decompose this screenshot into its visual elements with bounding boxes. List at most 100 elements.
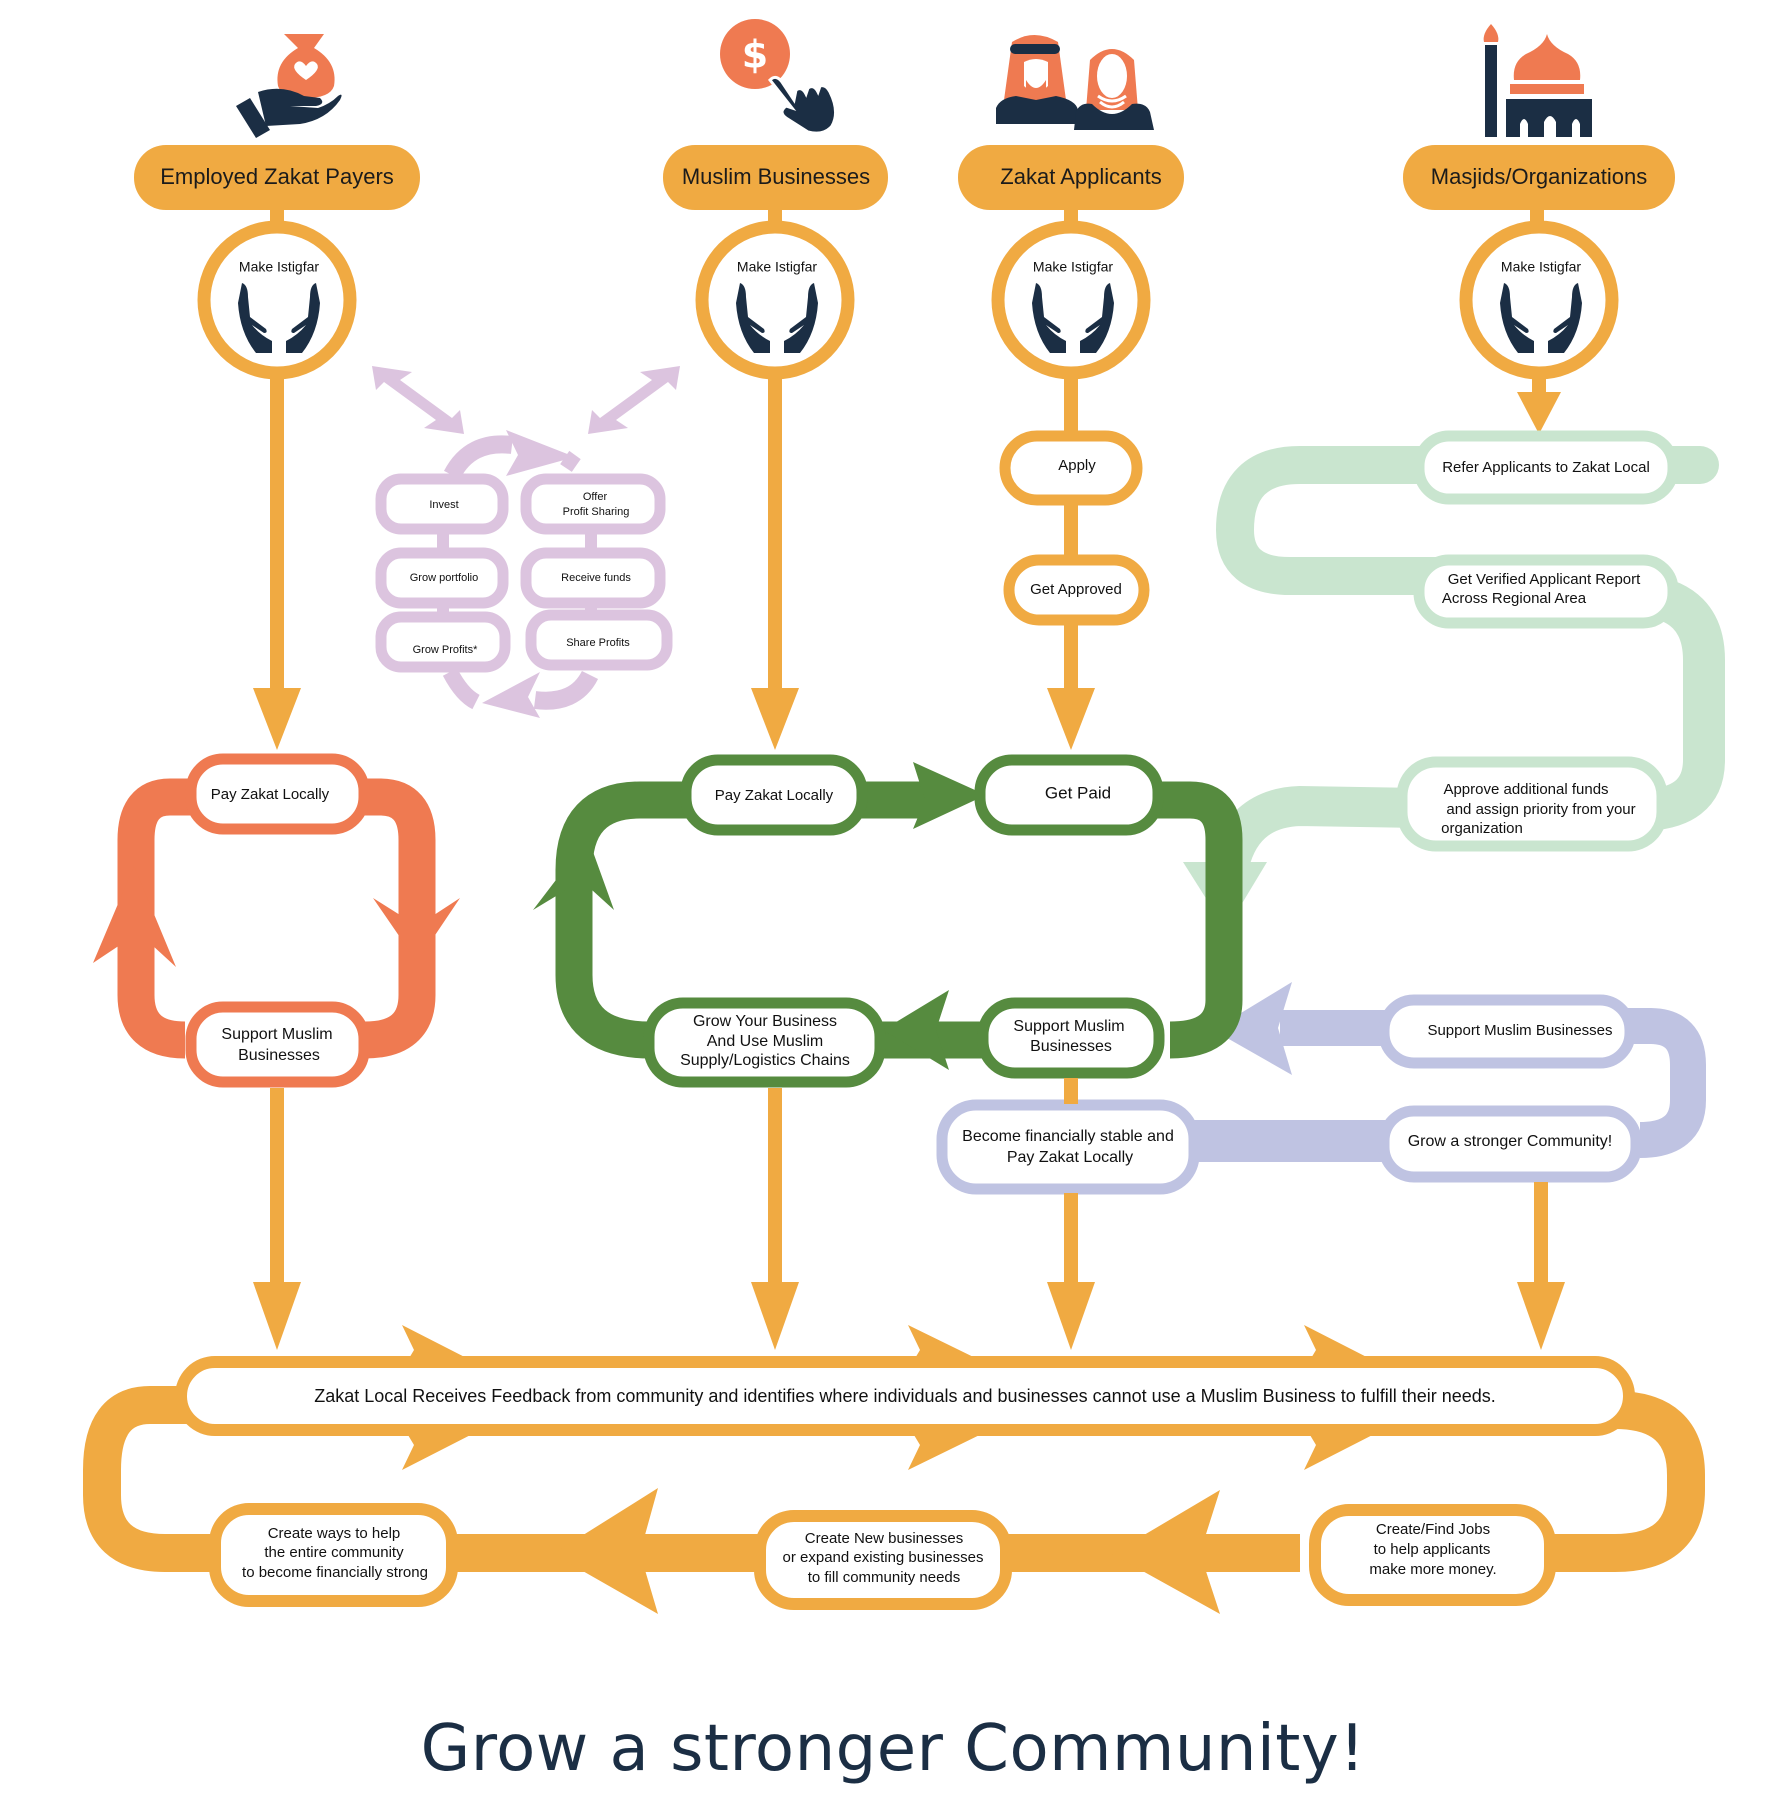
grow-business-label: Grow Your Business — [693, 1013, 837, 1030]
istigfar-label: Make Istigfar — [239, 259, 319, 275]
grow-business-label-3: Supply/Logistics Chains — [680, 1052, 850, 1069]
orange-connectors — [253, 378, 1561, 750]
column-businesses: Muslim Businesses Make Istigfar — [663, 145, 888, 380]
community-track: Support Muslim Businesses Grow a stronge… — [936, 982, 1706, 1195]
header-employed: Employed Zakat Payers — [160, 164, 394, 189]
business-loop: Pay Zakat Locally Get Paid Support Musli… — [533, 754, 1243, 1088]
community-ways-label: Create ways to help — [268, 1525, 401, 1542]
grow-profits-pill — [375, 611, 511, 673]
feedback-loop: Zakat Local Receives Feedback from commu… — [83, 1325, 1705, 1614]
invest-label: Invest — [429, 499, 458, 511]
header-masjids: Masjids/Organizations — [1431, 164, 1647, 189]
header-pill-businesses — [663, 145, 888, 210]
community-ways-label-2: the entire community — [264, 1544, 404, 1561]
payer-loop: Pay Zakat Locally Support Muslim Busines… — [93, 753, 460, 1088]
arrow-down-icon — [1047, 688, 1095, 750]
svg-text:$: $ — [742, 33, 768, 77]
business-support-label: Support Muslim — [1013, 1018, 1124, 1035]
become-stable-label: Become financially stable and — [962, 1128, 1174, 1145]
column-employed: Employed Zakat Payers Make Istigfar — [134, 145, 420, 380]
column-masjids: Masjids/Organizations Make Istigfar — [1403, 145, 1675, 380]
share-profits-pill — [525, 609, 673, 671]
footer-title: Grow a stronger Community! — [421, 1712, 1366, 1786]
apply-pill — [999, 430, 1143, 506]
get-paid-label: Get Paid — [1045, 783, 1111, 802]
community-ways-label-3: to become financially strong — [242, 1564, 428, 1581]
arrow-down-icon — [751, 688, 799, 750]
business-support-pill — [977, 997, 1165, 1079]
receive-funds-pill — [520, 547, 666, 609]
istigfar-label: Make Istigfar — [1033, 259, 1113, 275]
share-profits-label: Share Profits — [566, 637, 630, 649]
feedback-pill — [175, 1356, 1635, 1436]
jobs-pill — [1309, 1504, 1556, 1606]
arrow-down-icon — [751, 1282, 799, 1350]
payer-support-label: Support Muslim — [221, 1026, 332, 1043]
business-pay-zakat-pill — [680, 754, 868, 836]
istigfar-label: Make Istigfar — [737, 259, 817, 275]
approve-funds-label: Approve additional funds — [1443, 781, 1608, 798]
approve-funds-pill — [1396, 756, 1668, 852]
offer-profit-sharing-pill — [520, 473, 666, 535]
lower-connectors — [253, 1078, 1565, 1350]
invest-pill — [375, 473, 509, 535]
arrow-down-icon — [253, 1282, 301, 1350]
arrow-right-icon — [1304, 1425, 1392, 1470]
community-ways-pill — [209, 1503, 458, 1607]
verified-report-pill — [1413, 554, 1679, 629]
approve-funds-label-3: organization — [1441, 820, 1523, 837]
community-support-label: Support Muslim Businesses — [1427, 1022, 1612, 1039]
arrow-down-icon — [373, 898, 460, 962]
new-business-pill — [754, 1510, 1012, 1610]
payer-pay-zakat-label: Pay Zakat Locally — [211, 786, 330, 803]
new-business-label-3: to fill community needs — [808, 1569, 961, 1586]
header-applicants: Zakat Applicants — [1000, 164, 1161, 189]
arrow-down-icon — [1517, 392, 1561, 434]
approve-funds-label-2: and assign priority from your — [1446, 801, 1635, 818]
jobs-label: Create/Find Jobs — [1376, 1521, 1490, 1538]
double-arrow-icon — [372, 366, 464, 434]
istigfar-circle-businesses — [695, 220, 855, 380]
grow-community-pill — [1378, 1105, 1642, 1183]
get-approved-label: Get Approved — [1030, 581, 1122, 598]
arrow-down-icon — [1047, 1282, 1095, 1350]
header-pill-employed — [134, 145, 420, 210]
grow-business-label-2: And Use Muslim — [707, 1033, 823, 1050]
jobs-label-3: make more money. — [1369, 1561, 1496, 1578]
istigfar-circle-applicants — [991, 220, 1151, 380]
mosque-icon — [1483, 24, 1592, 137]
receive-funds-label: Receive funds — [561, 572, 631, 584]
header-pill-masjids — [1403, 145, 1675, 210]
arrow-down-icon — [1517, 1282, 1565, 1350]
arrow-left-icon — [1112, 1490, 1220, 1614]
payer-support-label-2: Businesses — [238, 1047, 320, 1064]
arrow-right-icon — [908, 1425, 1000, 1470]
become-stable-pill — [936, 1099, 1200, 1195]
arrow-up-icon — [533, 838, 614, 910]
istigfar-label: Make Istigfar — [1501, 259, 1581, 275]
business-pay-zakat-label: Pay Zakat Locally — [715, 787, 834, 804]
arrow-up-icon — [93, 866, 176, 967]
apply-label: Apply — [1058, 457, 1096, 474]
header-businesses: Muslim Businesses — [682, 164, 870, 189]
istigfar-circle-employed — [197, 220, 357, 380]
grow-business-pill — [643, 997, 886, 1088]
grow-portfolio-label: Grow portfolio — [410, 572, 478, 584]
grow-profits-label: Grow Profits* — [413, 644, 479, 656]
header-pill-applicants — [958, 145, 1184, 210]
column-applicants: Zakat Applicants Make Istigfar — [958, 145, 1184, 380]
hand-holding-money-bag-icon — [236, 34, 342, 138]
double-arrow-icon — [588, 366, 680, 434]
refer-applicants-label: Refer Applicants to Zakat Local — [1442, 459, 1650, 476]
new-business-label-2: or expand existing businesses — [783, 1549, 984, 1566]
new-business-label: Create New businesses — [805, 1530, 963, 1547]
investment-cycle: Invest Offer Profit Sharing Grow portfol… — [372, 366, 680, 718]
get-approved-pill — [1003, 554, 1150, 626]
applicant-steps: Apply Get Approved — [999, 430, 1150, 626]
arrow-right-icon — [402, 1425, 490, 1470]
arrow-right-icon — [913, 762, 986, 829]
feedback-label: Zakat Local Receives Feedback from commu… — [314, 1386, 1496, 1406]
refer-applicants-pill — [1413, 430, 1679, 505]
muslim-couple-icon — [996, 35, 1154, 130]
